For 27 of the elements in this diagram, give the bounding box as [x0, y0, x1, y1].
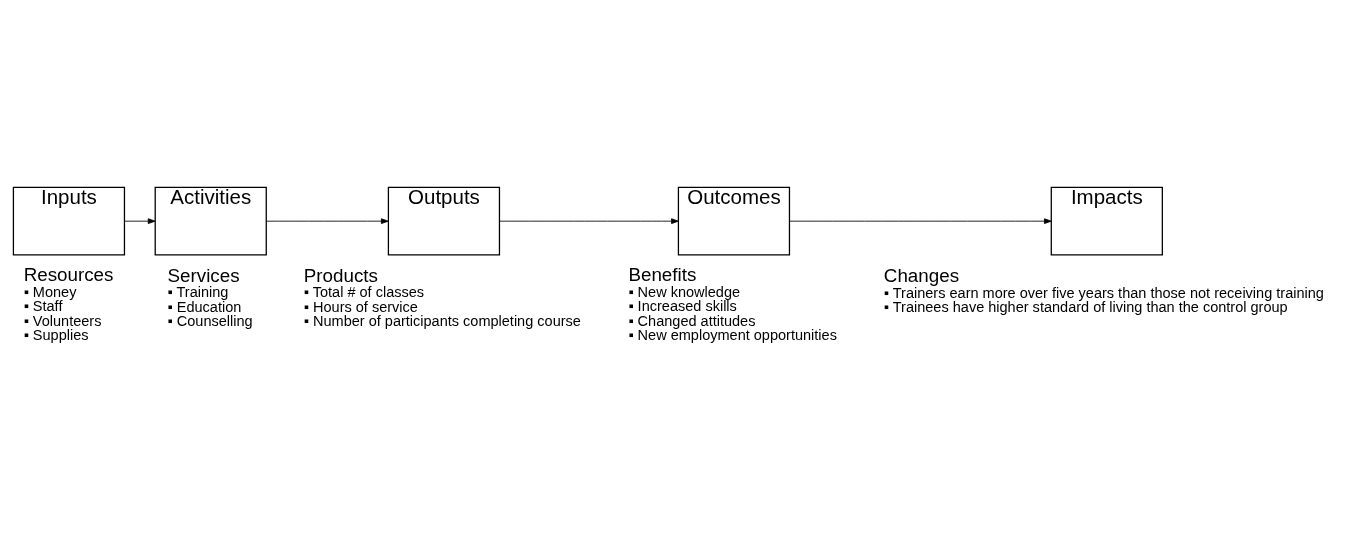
arrow	[124, 217, 156, 224]
node-label: Services	[167, 264, 240, 286]
node-label: ▪ Staff	[23, 297, 63, 314]
node-box: Outputs	[387, 186, 501, 256]
node-label: ▪ Money	[23, 283, 77, 300]
arrow	[789, 217, 1052, 224]
node-label: ▪ New knowledge	[628, 283, 741, 300]
node-label: Benefits	[628, 263, 697, 285]
node-label: ▪ Trainers earn more over five years than those not receiving training	[883, 284, 1324, 301]
node-box: Outcomes	[677, 186, 791, 256]
node-label: ▪ Number of participants completing course	[303, 312, 581, 329]
node-label: ▪ Counselling	[167, 312, 253, 329]
arrow	[266, 217, 389, 224]
node-label: Resources	[23, 263, 114, 285]
node-box: Inputs	[12, 186, 126, 256]
node-label: ▪ Training	[167, 283, 229, 300]
node-label: ▪ Changed attitudes	[628, 312, 756, 329]
node-label: ▪ Total # of classes	[303, 283, 425, 300]
arrow	[499, 217, 679, 224]
node-label: Changes	[883, 264, 960, 286]
node-label: ▪ Hours of service	[303, 298, 418, 315]
node-label: Products	[303, 264, 378, 286]
node-label: ▪ Supplies	[23, 326, 89, 343]
node-box: Impacts	[1050, 186, 1163, 256]
node-label: ▪ Education	[167, 298, 242, 315]
node-label: ▪ Volunteers	[23, 312, 102, 329]
node-box: Activities	[154, 186, 267, 256]
